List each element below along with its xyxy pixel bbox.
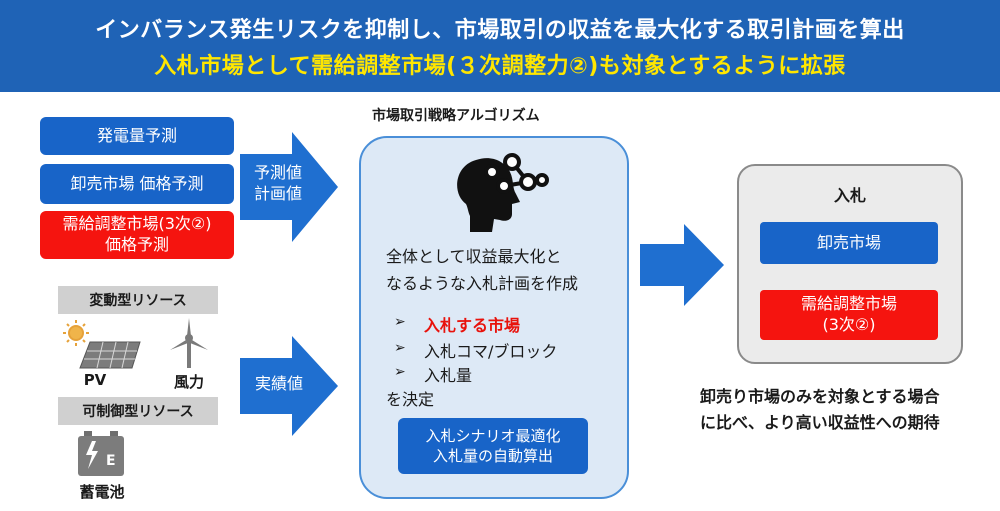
- pv-label: PV: [83, 371, 107, 389]
- ai-brain-head-icon: [457, 153, 549, 232]
- controllable-resources-title: 可制御型リソース: [58, 397, 218, 425]
- forecast-arrow-icon: [240, 132, 338, 242]
- bullet-bid-slot: 入札コマ/ブロック: [424, 342, 558, 361]
- header-banner: インバランス発生リスクを抑制し、市場取引の収益を最大化する取引計画を算出 入札市…: [0, 0, 1000, 92]
- wind-label: 風力: [173, 373, 204, 391]
- bullet-marker-3: ➢: [394, 364, 406, 380]
- forecast-arrow-line2: 計画値: [253, 183, 302, 203]
- bid-balancing-box: 需給調整市場 (3次②): [760, 290, 938, 340]
- bullet-marker-1: ➢: [394, 314, 406, 330]
- bid-wholesale-label: 卸売市場: [816, 232, 881, 252]
- expectation-line2: に比べ、より高い収益性への期待: [700, 412, 940, 432]
- battery-icon: E: [78, 431, 124, 476]
- forecast-arrow-line1: 予測値: [253, 163, 302, 182]
- header-line1: インバランス発生リスクを抑制し、市場取引の収益を最大化する取引計画を算出: [95, 18, 905, 43]
- power-forecast-box: 発電量予測: [40, 117, 234, 155]
- optimization-line1: 入札シナリオ最適化: [425, 426, 561, 445]
- algorithm-title: 市場取引戦略アルゴリズム: [372, 108, 540, 124]
- expectation-note: 卸売り市場のみを対象とする場合 に比べ、より高い収益性への期待: [700, 384, 940, 435]
- bid-title: 入札: [833, 186, 866, 205]
- balancing-price-forecast-line1: 需給調整市場(3次②): [62, 214, 212, 234]
- bid-balancing-line2: (3次②): [822, 315, 876, 334]
- balancing-price-forecast-line2: 価格予測: [104, 235, 169, 254]
- actual-arrow-label: 実績値: [254, 374, 303, 393]
- optimization-line2: 入札量の自動算出: [432, 447, 553, 465]
- bid-wholesale-box: 卸売市場: [760, 222, 938, 264]
- battery-label: 蓄電池: [79, 483, 125, 501]
- balancing-price-forecast-box: 需給調整市場(3次②) 価格予測: [40, 211, 234, 259]
- power-forecast-label: 発電量予測: [96, 125, 177, 145]
- expectation-line1: 卸売り市場のみを対象とする場合: [700, 387, 940, 406]
- bid-balancing-line1: 需給調整市場: [800, 294, 897, 314]
- bullet-bid-market: 入札する市場: [424, 316, 521, 335]
- algorithm-decide: を決定: [386, 390, 435, 409]
- solar-panel-icon: [63, 320, 141, 369]
- forecast-arrow-label: 予測値 計画値: [248, 163, 308, 205]
- variable-resources-title: 変動型リソース: [58, 286, 218, 314]
- optimization-box: 入札シナリオ最適化 入札量の自動算出: [398, 418, 588, 474]
- output-arrow-icon: [640, 224, 724, 306]
- wholesale-price-forecast-box: 卸売市場 価格予測: [40, 164, 234, 204]
- bullet-marker-2: ➢: [394, 340, 406, 356]
- algorithm-desc-line2: なるような入札計画を作成: [386, 274, 579, 293]
- header-line2: 入札市場として需給調整市場(３次調整力②)も対象とするように拡張: [154, 54, 846, 79]
- bullet-bid-volume: 入札量: [424, 366, 473, 385]
- algorithm-desc-line1: 全体として収益最大化と: [386, 247, 562, 266]
- actual-arrow-icon: [240, 336, 338, 436]
- wholesale-price-forecast-label: 卸売市場 価格予測: [70, 173, 204, 193]
- wind-turbine-icon: [170, 318, 208, 368]
- battery-letter: E: [106, 453, 116, 469]
